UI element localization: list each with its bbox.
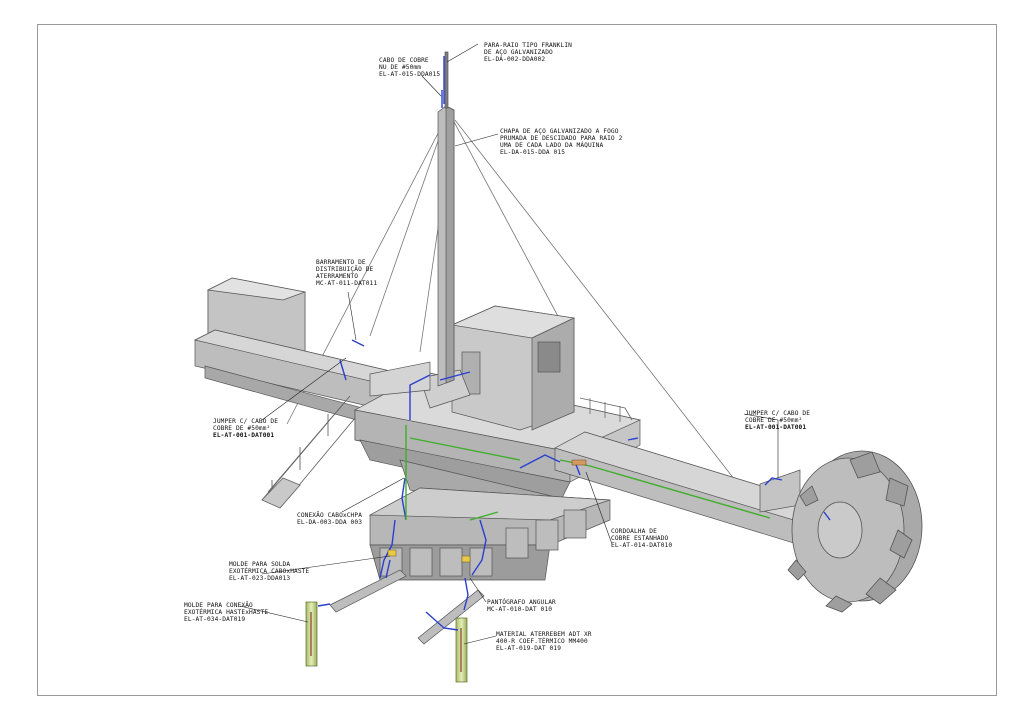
- label-line: EL-AT-015-DDA015: [379, 71, 441, 78]
- label-line: COBRE ESTANHADO: [611, 535, 669, 542]
- pantograph-connectors: [387, 549, 471, 563]
- label-line: MC-AT-011-DAT011: [316, 280, 378, 287]
- label-line: EL-AT-001-DAT001: [213, 432, 275, 439]
- label-line: JUMPER C/ CABO DE: [213, 418, 279, 425]
- label-line: ATERRAMENTO: [316, 273, 359, 280]
- pantograph-arms: [329, 569, 485, 645]
- label-line: PARA-RAIO TIPO FRANKLIN: [484, 42, 572, 49]
- leader-lines: [239, 43, 779, 645]
- label-line: EL-AT-019-DAT 019: [496, 645, 562, 652]
- ground-rods: [305, 601, 468, 683]
- label-pantograph: PANTÓGRAFO ANGULAR MC-AT-010-DAT 010: [487, 599, 556, 613]
- label-line: MOLDE PARA SOLDA: [229, 561, 291, 568]
- label-line: CABO DE COBRE: [379, 57, 429, 64]
- lightning-mast: [437, 51, 455, 387]
- label-line: COBRE DE #50mm²: [213, 425, 271, 432]
- label-line: BARRAMENTO DE: [316, 259, 366, 266]
- label-line: NU DE #50mm: [379, 64, 422, 71]
- label-line: PANTÓGRAFO ANGULAR: [487, 599, 556, 606]
- label-line: MC-AT-010-DAT 010: [487, 606, 553, 613]
- label-line: UMA DE CADA LADO DA MÁQUINA: [500, 142, 604, 149]
- label-exothermic-mold-cable: MOLDE PARA SOLDA EXOTÉRMICA CABOxHASTE E…: [229, 561, 309, 582]
- label-line: COBRE DE #50mm²: [745, 417, 803, 424]
- label-line: EL-DA-015-DDA 015: [500, 149, 566, 156]
- counterweight-boom: [193, 329, 422, 433]
- label-line: PRUMADA DE DESCIDADO PARA RAIO 2: [500, 135, 623, 142]
- operator-cab: [369, 305, 576, 431]
- label-tinned-braid: CORDOALHA DE COBRE ESTANHADO EL-AT-014-D…: [611, 528, 672, 549]
- label-jumper-right: JUMPER C/ CABO DE COBRE DE #50mm² EL-AT-…: [745, 410, 810, 431]
- bucket-wheel: [787, 450, 923, 613]
- label-line: DE AÇO GALVANIZADO: [484, 49, 553, 56]
- label-copper-cable: CABO DE COBRE NU DE #50mm EL-AT-015-DDA0…: [379, 57, 440, 78]
- label-line: JUMPER C/ CABO DE: [745, 410, 811, 417]
- label-line: EXOTÉRMICA CABOxHASTE: [229, 568, 310, 575]
- label-line: CHAPA DE AÇO GALVANIZADO A FOGO: [500, 128, 619, 135]
- label-line: EXOTÉRMICA HASTExHASTE: [184, 609, 269, 616]
- label-line: DISTRIBUIÇÃO DE: [316, 266, 374, 273]
- ground-cables-green: [405, 425, 771, 521]
- label-franklin-rod: PARA-RAIO TIPO FRANKLIN DE AÇO GALVANIZA…: [484, 42, 572, 63]
- label-line: EL-AT-014-DAT010: [611, 542, 673, 549]
- label-steel-plate: CHAPA DE AÇO GALVANIZADO A FOGO PRUMADA …: [500, 128, 622, 156]
- label-exothermic-mold-rod: MOLDE PARA CONEXÃO EXOTÉRMICA HASTExHAST…: [184, 602, 268, 623]
- label-line: CORDOALHA DE: [611, 528, 657, 535]
- label-line: 400-R COEF.TÉRMICO MM400: [496, 638, 588, 645]
- access-ladder: [261, 395, 361, 509]
- label-busbar: BARRAMENTO DE DISTRIBUIÇÃO DE ATERRAMENT…: [316, 259, 377, 287]
- cab-railing: [579, 397, 633, 422]
- label-line: MOLDE PARA CONEXÃO: [184, 602, 253, 609]
- label-line: EL-AT-023-DDA013: [229, 575, 291, 582]
- copper-braid: [571, 459, 587, 466]
- crawler-tracks: [368, 487, 611, 581]
- label-line: EL-DA-002-DDA002: [484, 56, 546, 63]
- label-cable-plate-connection: CONEXÃO CABOxCHPA EL-DA-003-DDA 003: [297, 512, 362, 526]
- label-jumper-left: JUMPER C/ CABO DE COBRE DE #50mm² EL-AT-…: [213, 418, 278, 439]
- label-grounding-material: MATERIAL ATERREBEM ADT XR 400-R COEF.TÉR…: [496, 631, 592, 652]
- label-line: MATERIAL ATERREBEM ADT XR: [496, 631, 592, 638]
- label-line: EL-AT-001-DAT001: [745, 424, 807, 431]
- label-line: CONEXÃO CABOxCHPA: [297, 512, 363, 519]
- label-line: EL-DA-003-DDA 003: [297, 519, 363, 526]
- label-line: EL-AT-034-DAT019: [184, 616, 246, 623]
